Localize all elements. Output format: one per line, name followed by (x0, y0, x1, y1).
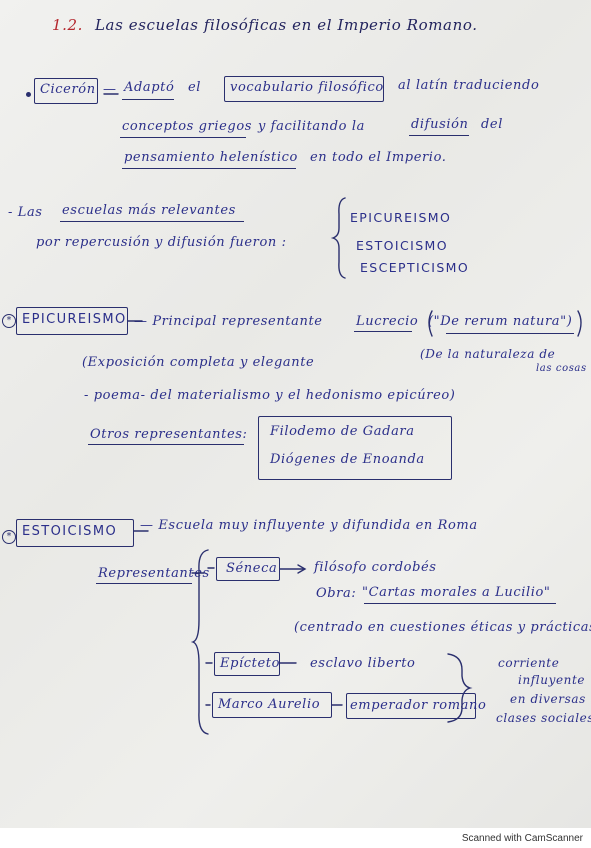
epicureismo-text: — Principal representante (134, 314, 323, 329)
estoicismo-box (16, 519, 134, 547)
school-item: ESTOICISMO (356, 238, 448, 253)
ciceron-text: pensamiento helenístico (124, 150, 298, 165)
school-item: ESCEPTICISMO (360, 260, 470, 275)
ciceron-text: del (481, 117, 503, 132)
section-number: 1.2. (52, 16, 84, 34)
brace (447, 653, 473, 723)
seneca-desc: filósofo cordobés (314, 560, 437, 575)
obra-note: (centrado en cuestiones éticas y práctic… (294, 620, 591, 635)
underline (122, 99, 174, 100)
lucrecio: Lucrecio (356, 314, 419, 329)
scanner-watermark: Scanned with CamScanner (461, 833, 583, 844)
underline (409, 135, 469, 136)
page-title: Las escuelas filosóficas en el Imperio R… (95, 16, 478, 34)
schools-text: escuelas más relevantes (62, 203, 236, 218)
epicureismo-text: (De la naturaleza de (420, 347, 556, 361)
ciceron-name: Cicerón (40, 82, 96, 97)
epicteto: Epícteto (220, 656, 281, 671)
others-label: Otros representantes: (90, 427, 248, 442)
side-note: corriente (498, 656, 560, 670)
ciceron-text: al latín traduciendo (398, 78, 540, 93)
epicureismo-heading: EPICUREISMO (22, 312, 127, 327)
estoicismo-heading: ESTOICISMO (22, 524, 118, 539)
marco-desc-box (346, 693, 476, 719)
other-rep: Filodemo de Gadara (270, 424, 415, 439)
underline (364, 603, 556, 604)
side-note: clases sociales (496, 711, 591, 725)
vocabulario-box (224, 76, 384, 102)
pen-strokes (103, 93, 582, 735)
schools-text: - Las (8, 205, 43, 220)
ciceron-text: conceptos griegos (122, 119, 253, 134)
marco: Marco Aurelio (218, 697, 321, 712)
epicteto-desc: esclavo liberto (310, 656, 416, 671)
brace (330, 197, 346, 279)
ciceron-box (34, 78, 98, 104)
brace (190, 549, 209, 735)
dash: — (103, 82, 117, 97)
ciceron-text: Adaptó (124, 80, 175, 95)
bullet (26, 92, 31, 97)
obra-label: Obra: (316, 586, 357, 601)
reps-label: Representantes (98, 566, 210, 581)
obra-title: "Cartas morales a Lucilio" (362, 585, 551, 600)
underline (60, 221, 244, 222)
side-note: en diversas (510, 692, 586, 706)
estoicismo-text: — Escuela muy influyente y difundida en … (140, 518, 478, 533)
ciceron-text: el (188, 80, 202, 95)
other-rep: Diógenes de Enoanda (270, 452, 425, 467)
arrow-head-icon (297, 564, 307, 574)
seneca: Séneca (226, 561, 278, 576)
underline (96, 583, 192, 584)
star-mark-icon: * (2, 530, 16, 544)
ciceron-text: vocabulario filosófico (230, 80, 384, 95)
underline (120, 137, 246, 138)
epicureismo-text: ("De rerum natura") (428, 314, 573, 329)
ciceron-text: difusión (411, 117, 469, 132)
ciceron-text: en todo el Imperio. (310, 150, 447, 165)
notebook-page: 1.2. Las escuelas filosóficas en el Impe… (0, 0, 591, 828)
epicteto-box (214, 652, 280, 676)
side-note: influyente (518, 673, 586, 687)
ciceron-text: y facilitando la (258, 119, 365, 134)
schools-text: por repercusión y difusión fueron : (36, 235, 287, 250)
underline (88, 444, 244, 445)
star-mark-icon: * (2, 314, 16, 328)
underline (122, 168, 296, 169)
others-box (258, 416, 452, 480)
school-item: EPICUREISMO (350, 210, 452, 225)
epicureismo-text: - poema- del materialismo y el hedonismo… (84, 388, 456, 403)
epicureismo-text: (Exposición completa y elegante (82, 355, 315, 370)
underline (446, 333, 574, 334)
epicureismo-text: las cosas (536, 363, 587, 374)
underline (354, 331, 412, 332)
marco-desc: emperador romano (350, 698, 487, 713)
